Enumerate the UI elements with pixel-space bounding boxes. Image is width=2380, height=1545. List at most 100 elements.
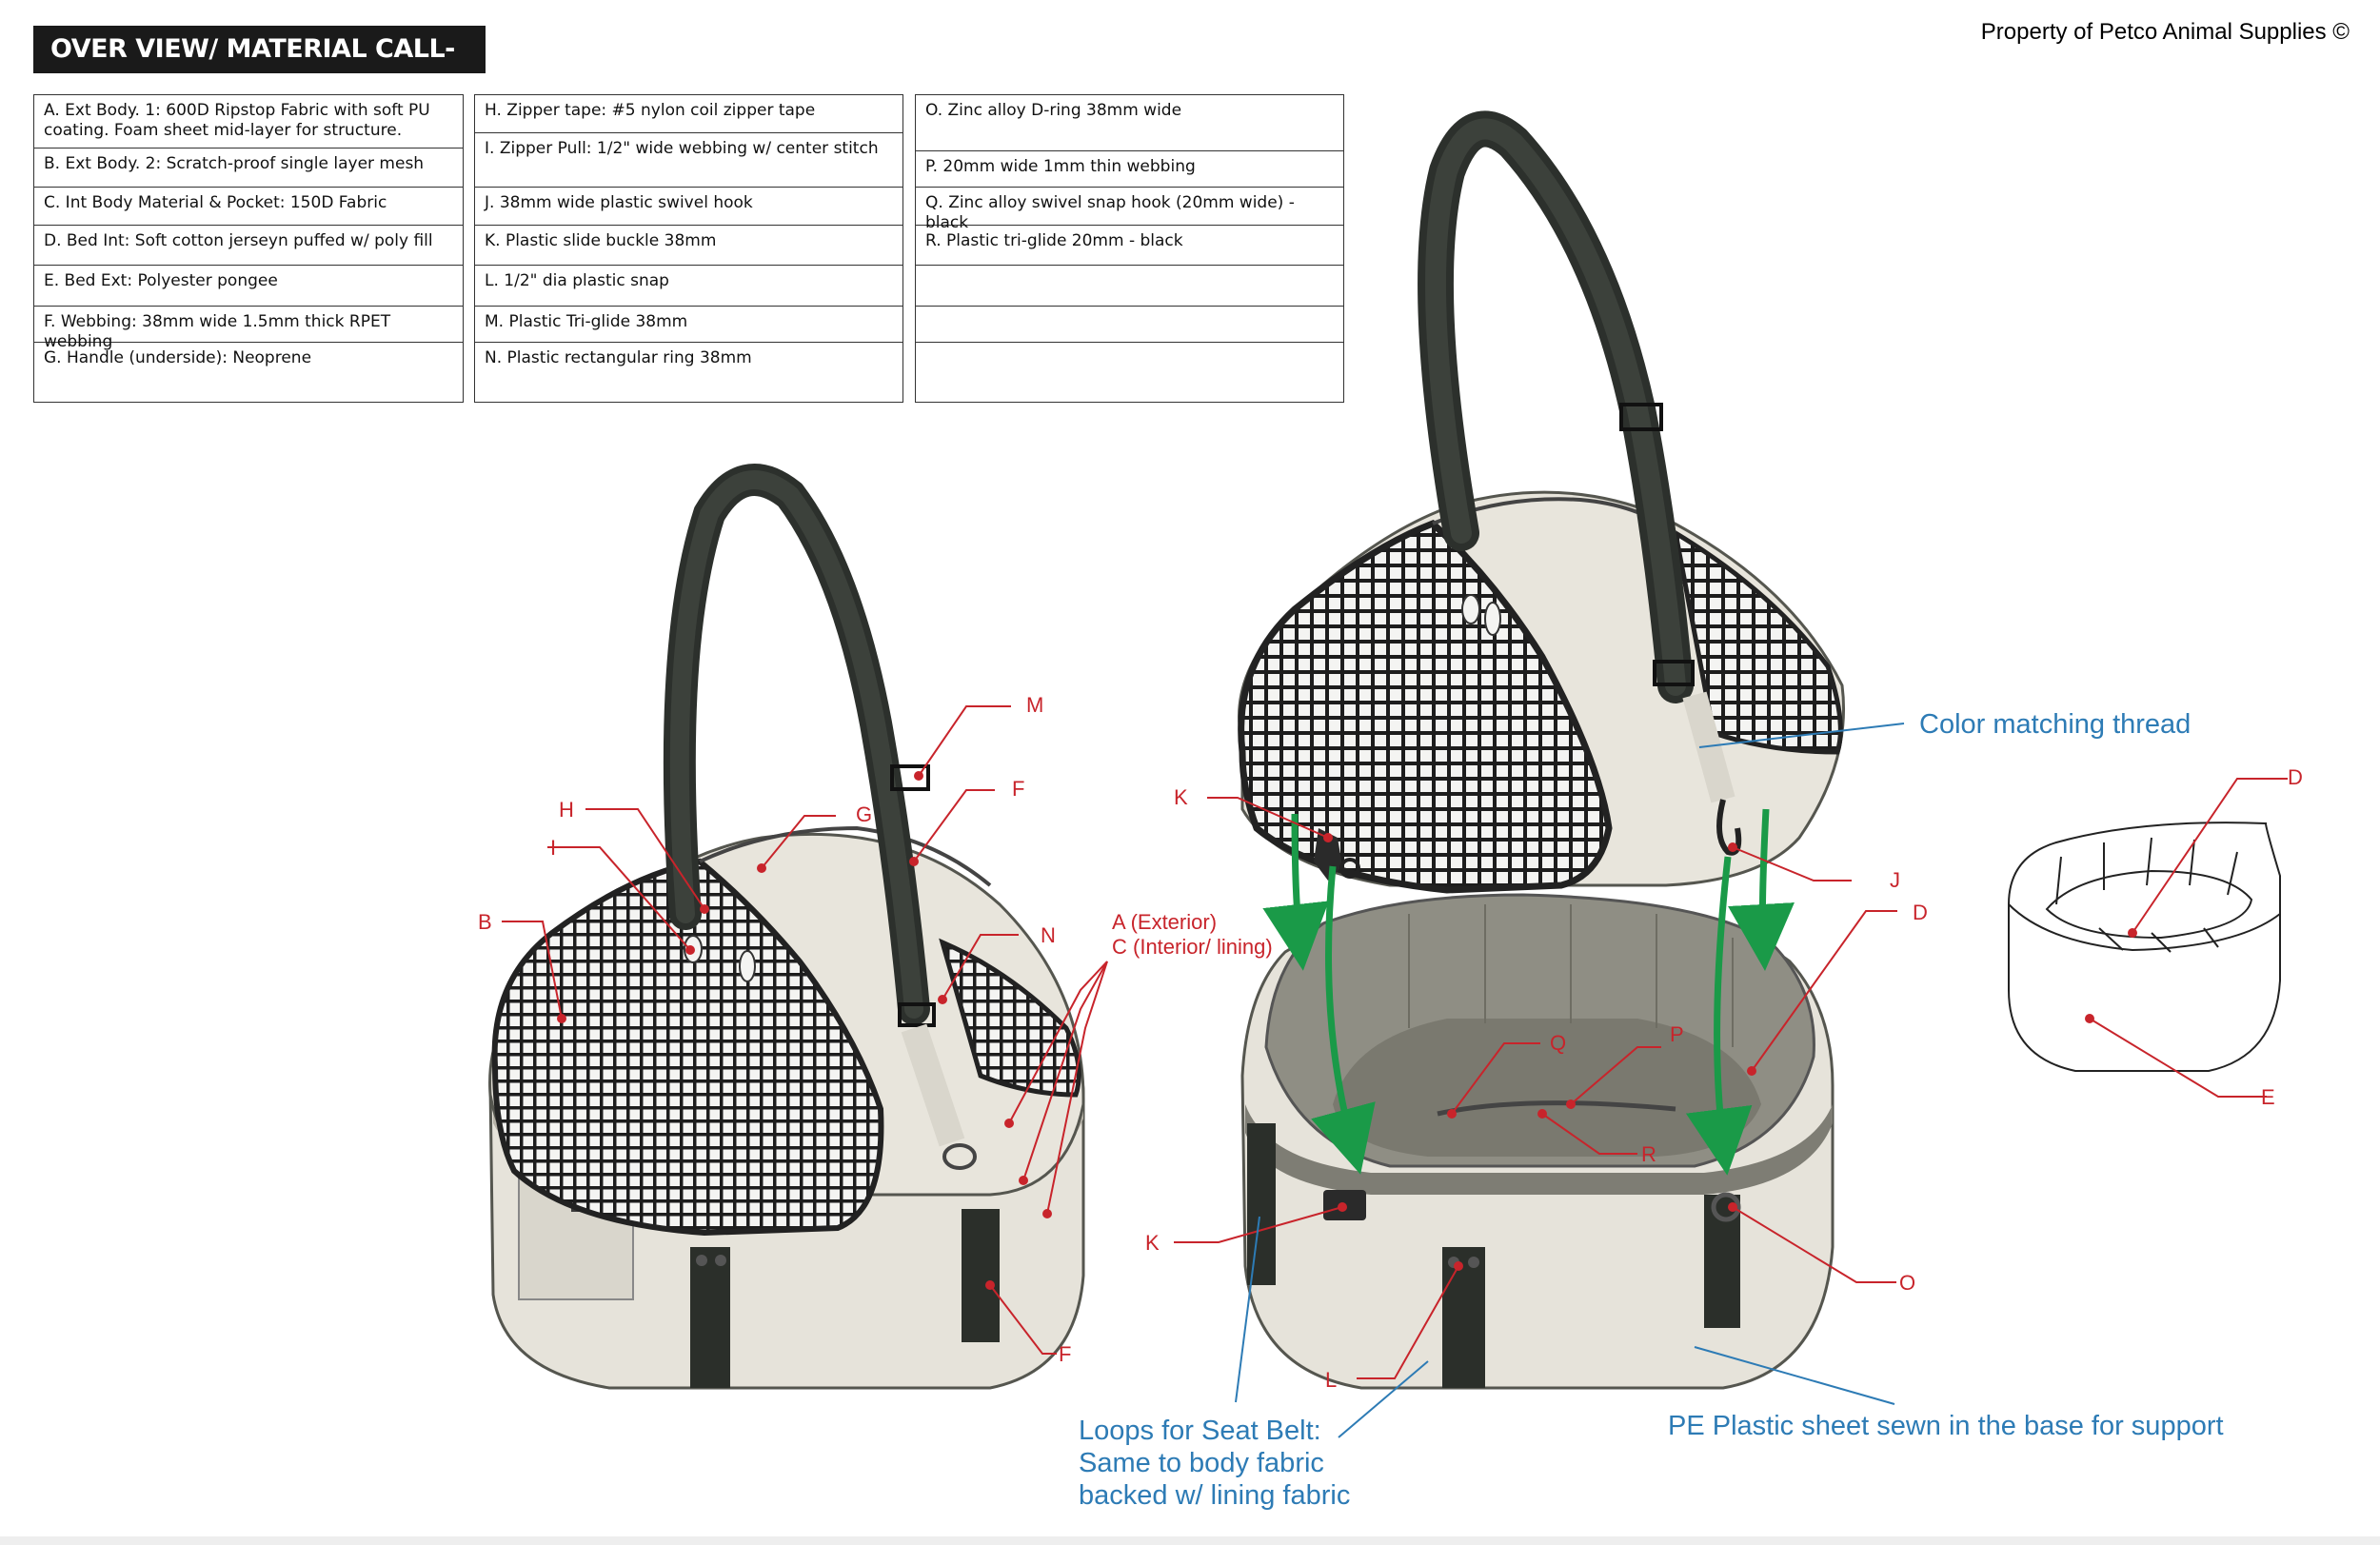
callout-k-lid: K <box>1174 785 1188 809</box>
note-pe-sheet: PE Plastic sheet sewn in the base for su… <box>1668 1411 2224 1441</box>
callout-row-i: I. Zipper Pull: 1/2" wide webbing w/ cen… <box>475 133 902 188</box>
callout-row-q: Q. Zinc alloy swivel snap hook (20mm wid… <box>916 188 1343 232</box>
callout-row-n: N. Plastic rectangular ring 38mm <box>485 348 752 367</box>
callout-o: O <box>1899 1271 1915 1295</box>
arrow-left-1 <box>1262 813 1329 971</box>
callout-row-g: G. Handle (underside): Neoprene <box>44 348 312 367</box>
left-hook-strap <box>901 1023 965 1147</box>
callout-row-empty-1 <box>916 266 1343 307</box>
note-seat-belt-line-1: Loops for Seat Belt: <box>1079 1416 1321 1446</box>
right-front-webbing <box>1442 1247 1485 1388</box>
bed-seam-7 <box>2151 932 2172 953</box>
callout-row-c: C. Int Body Material & Pocket: 150D Fabr… <box>34 188 463 226</box>
callout-h: H <box>559 798 574 822</box>
callout-c-interior: C (Interior/ lining) <box>1112 935 1273 959</box>
right-base-band <box>1245 1104 1833 1195</box>
callout-table-h-n: H. Zipper tape: #5 nylon coil zipper tap… <box>474 94 903 403</box>
bed-seam-8 <box>2203 927 2219 948</box>
callout-q: Q <box>1550 1031 1566 1055</box>
left-strap-inner <box>669 470 923 1019</box>
callout-a-exterior: A (Exterior) <box>1112 910 1217 934</box>
left-zipper-pull-2 <box>739 950 756 982</box>
callout-f-strap: F <box>1012 777 1024 801</box>
bed-seam-1 <box>2055 856 2062 905</box>
leader-lines <box>502 705 2288 1379</box>
callout-j: J <box>1890 868 1900 892</box>
callout-row-empty-2 <box>916 307 1343 343</box>
callout-d-bed: D <box>2288 765 2303 789</box>
right-swivel-hook-j <box>1716 799 1742 856</box>
callout-m: M <box>1026 693 1043 717</box>
left-webbing-side <box>962 1209 1000 1342</box>
callout-row-b: B. Ext Body. 2: Scratch-proof single lay… <box>34 149 463 188</box>
callout-row-k: K. Plastic slide buckle 38mm <box>475 226 902 266</box>
page-title: OVER VIEW/ MATERIAL CALL-OUTS <box>33 26 486 111</box>
arrow-left-2 <box>1311 865 1376 1175</box>
right-carrier-base <box>1240 893 1835 1390</box>
note-seat-belt-line-2: Same to body fabric <box>1079 1448 1324 1478</box>
left-triglide <box>890 764 930 791</box>
callout-row-l: L. 1/2" dia plastic snap <box>475 266 902 307</box>
left-zipper <box>699 825 992 887</box>
callout-g: G <box>856 802 872 826</box>
right-bed-floor <box>1333 1019 1761 1157</box>
right-zipper-pull-1 <box>1461 594 1480 624</box>
bed-inner <box>2045 869 2253 940</box>
callout-table-o-r: O. Zinc alloy D-ring 38mm wide P. 20mm w… <box>915 94 1344 403</box>
callout-r: R <box>1641 1142 1656 1166</box>
arrow-right-1 <box>1728 808 1795 971</box>
callout-row-o: O. Zinc alloy D-ring 38mm wide <box>916 95 1343 151</box>
arrow-right-2 <box>1685 856 1753 1176</box>
callout-row-h: H. Zipper tape: #5 nylon coil zipper tap… <box>475 95 902 133</box>
callout-n: N <box>1041 923 1056 947</box>
callout-p: P <box>1670 1022 1684 1046</box>
right-lid-side-mesh <box>1672 527 1843 755</box>
note-color-thread: Color matching thread <box>1919 709 2191 740</box>
left-rect-ring <box>898 1002 936 1027</box>
callout-row-d: D. Bed Int: Soft cotton jerseyn puffed w… <box>34 226 463 266</box>
bed-seam-6 <box>2098 927 2124 951</box>
right-strap-inner <box>1425 118 1686 696</box>
right-carrier-lid <box>1238 110 1846 894</box>
callout-b: B <box>478 910 492 934</box>
callout-row-j: J. 38mm wide plastic swivel hook <box>475 188 902 226</box>
callout-row-e: E. Bed Ext: Polyester pongee <box>34 266 463 307</box>
callout-k-base: K <box>1145 1231 1160 1255</box>
bed-illustration <box>2008 822 2281 1072</box>
left-swivel-hook <box>942 1143 977 1170</box>
right-buckle-clip <box>1339 858 1360 879</box>
callout-i: I <box>550 836 556 860</box>
bed-outer <box>2008 822 2281 1072</box>
bed-seam-4 <box>2189 839 2195 886</box>
left-snap-1 <box>696 1255 707 1266</box>
callout-row-a: A. Ext Body. 1: 600D Ripstop Fabric with… <box>34 95 463 149</box>
callout-f-webbing: F <box>1059 1342 1071 1366</box>
callout-d-base: D <box>1913 901 1928 924</box>
note-leader-lines <box>1235 723 1905 1438</box>
right-seatbelt-loop <box>1247 1123 1276 1285</box>
callout-row-m: M. Plastic Tri-glide 38mm <box>475 307 902 343</box>
right-triglide <box>1619 403 1663 431</box>
right-zipper-pull-2 <box>1484 602 1501 636</box>
right-hook-strap <box>1682 691 1735 803</box>
note-seat-belt-line-3: backed w/ lining fabric <box>1079 1480 1350 1511</box>
callout-table-a-g: A. Ext Body. 1: 600D Ripstop Fabric with… <box>33 94 464 403</box>
right-lid-mesh <box>1238 519 1613 894</box>
callout-row-r: R. Plastic tri-glide 20mm - black <box>916 226 1343 266</box>
right-d-ring <box>1711 1192 1741 1222</box>
property-notice: Property of Petco Animal Supplies © <box>1980 19 2350 45</box>
left-webbing-front <box>690 1247 730 1388</box>
callout-row-p: P. 20mm wide 1mm thin webbing <box>916 151 1343 188</box>
right-seatbelt-tether <box>1437 1100 1676 1117</box>
left-snap-2 <box>715 1255 726 1266</box>
right-snap-2 <box>1468 1257 1479 1268</box>
leader-dots <box>557 771 2137 1290</box>
callout-e-bed: E <box>2261 1085 2275 1109</box>
left-mesh-panel <box>491 858 884 1237</box>
bed-rim <box>2008 903 2281 952</box>
bed-seam-3 <box>2146 837 2152 886</box>
callout-row-f: F. Webbing: 38mm wide 1.5mm thick RPET w… <box>34 307 463 351</box>
callout-l: L <box>1325 1368 1337 1392</box>
assembly-arrows <box>1262 808 1795 1176</box>
